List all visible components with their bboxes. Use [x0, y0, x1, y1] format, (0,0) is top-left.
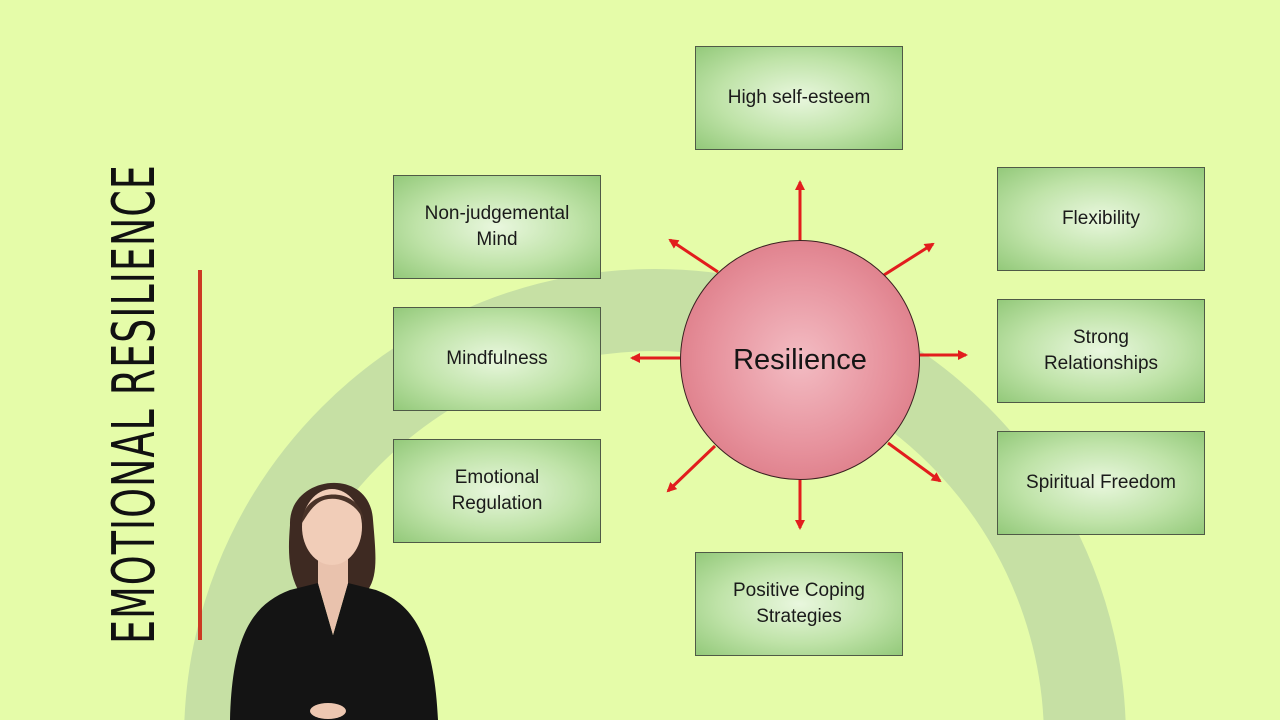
node-positive-coping-strategies: Positive Coping Strategies	[695, 552, 903, 656]
arrow-up-left	[668, 238, 719, 274]
node-label: Positive Coping Strategies	[732, 580, 866, 627]
arrow-down-left	[666, 444, 717, 493]
hub-circle: Resilience	[680, 240, 920, 480]
node-label: Spiritual Freedom	[1026, 472, 1176, 493]
node-label: Emotional Regulation	[451, 467, 543, 514]
node-label: Mindfulness	[446, 348, 548, 369]
node-emotional-regulation: Emotional Regulation	[393, 439, 601, 543]
node-strong-relationships: Strong Relationships	[997, 299, 1205, 403]
node-flexibility: Flexibility	[997, 167, 1205, 271]
accent-line	[198, 270, 202, 640]
node-spiritual-freedom: Spiritual Freedom	[997, 431, 1205, 535]
presenter-image	[230, 482, 438, 720]
node-high-self-esteem: High self-esteem	[695, 46, 903, 150]
node-label: Non-judgemental Mind	[424, 203, 570, 250]
node-mindfulness: Mindfulness	[393, 307, 601, 411]
node-label: Strong Relationships	[1043, 327, 1159, 374]
hub-label: Resilience	[733, 343, 867, 376]
node-label: High self-esteem	[727, 87, 871, 108]
node-non-judgemental-mind: Non-judgemental Mind	[393, 175, 601, 279]
arrow-up-right	[883, 242, 935, 277]
arrow-down-right	[887, 441, 942, 483]
node-label: Flexibility	[1061, 208, 1141, 229]
